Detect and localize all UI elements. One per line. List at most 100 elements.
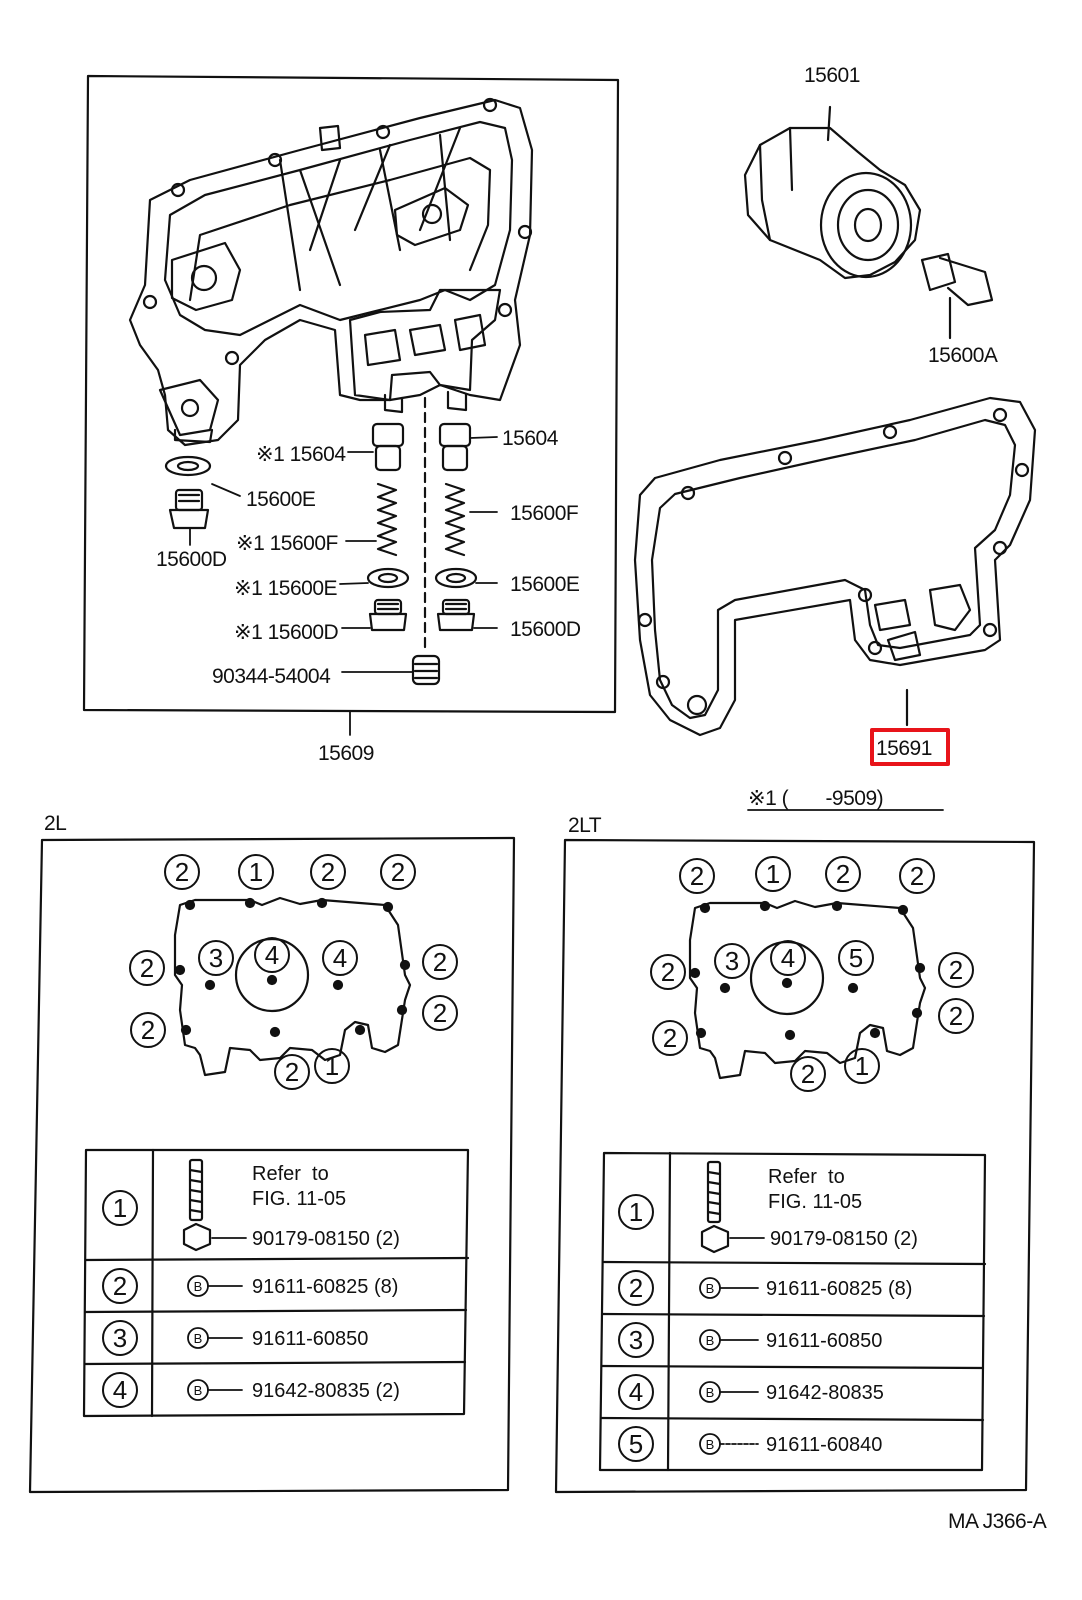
b-mark: B bbox=[194, 1331, 203, 1346]
row-num-2lt-2: 2 bbox=[618, 1270, 654, 1306]
stud-bolt-icon-2lt bbox=[700, 1160, 765, 1254]
svg-text:3: 3 bbox=[113, 1323, 127, 1353]
label-relief-valve-right: 15604 bbox=[502, 427, 559, 450]
b-letters: B B B B B B B bbox=[194, 1279, 715, 1452]
svg-text:4: 4 bbox=[781, 943, 795, 973]
marker-2l-9: 2 bbox=[422, 995, 458, 1031]
svg-text:5: 5 bbox=[849, 943, 863, 973]
spring-left bbox=[376, 482, 398, 557]
plug-outer bbox=[168, 488, 210, 530]
part-2lt-1: 90179-08150 (2) bbox=[770, 1228, 918, 1250]
panel-2l-title: 2L bbox=[44, 812, 66, 835]
relief-valve-left bbox=[371, 422, 405, 472]
ref-text-2l: Refer to bbox=[252, 1163, 329, 1185]
label-15609: 15609 bbox=[318, 742, 374, 765]
svg-text:4: 4 bbox=[113, 1375, 127, 1405]
marker-2l-2: 2 bbox=[310, 854, 346, 890]
svg-text:2: 2 bbox=[949, 955, 963, 985]
oil-cooler-bracket-drawing bbox=[128, 97, 534, 447]
svg-text:2: 2 bbox=[663, 1023, 677, 1053]
svg-text:4: 4 bbox=[265, 940, 279, 970]
marker-2lt-9: 2 bbox=[938, 998, 974, 1034]
marker-2lt-3: 2 bbox=[899, 858, 935, 894]
row-num-2l-3: 3 bbox=[102, 1320, 138, 1356]
label-plug-gasket-outer: 15600E bbox=[246, 488, 316, 511]
part-2lt-4: 91642-80835 bbox=[766, 1382, 884, 1404]
part-2l-4: 91642-80835 (2) bbox=[252, 1380, 400, 1402]
svg-text:2: 2 bbox=[690, 861, 704, 891]
svg-text:2: 2 bbox=[391, 857, 405, 887]
marker-2l-6: 4 bbox=[254, 937, 290, 973]
svg-text:5: 5 bbox=[629, 1429, 643, 1459]
svg-text:3: 3 bbox=[209, 943, 223, 973]
row-num-2lt-1: 1 bbox=[618, 1194, 654, 1230]
plug-gasket-outer bbox=[164, 455, 212, 477]
plug-left bbox=[368, 598, 408, 632]
svg-text:2: 2 bbox=[141, 1015, 155, 1045]
plug-right bbox=[436, 598, 476, 632]
marker-2lt-0: 2 bbox=[679, 858, 715, 894]
marker-2lt-8: 2 bbox=[938, 952, 974, 988]
b-bolt-icons-2l bbox=[187, 1275, 243, 1401]
stud-bolt-icon-2l bbox=[182, 1158, 247, 1252]
marker-2lt-7: 5 bbox=[838, 940, 874, 976]
label-15691: 15691 bbox=[876, 737, 932, 760]
svg-text:2: 2 bbox=[321, 857, 335, 887]
b-mark: B bbox=[706, 1437, 715, 1452]
label-relief-valve-left: ※1 15604 bbox=[256, 443, 346, 466]
marker-2l-1: 1 bbox=[238, 854, 274, 890]
part-2lt-3: 91611-60850 bbox=[766, 1330, 882, 1352]
marker-2l-5: 3 bbox=[198, 940, 234, 976]
label-gasket-left: ※1 15600E bbox=[234, 577, 338, 600]
svg-text:1: 1 bbox=[766, 859, 780, 889]
panel-2lt-table-grid bbox=[598, 1151, 987, 1472]
panel-2l-table-grid bbox=[82, 1148, 470, 1418]
highlight-box-15691 bbox=[870, 728, 950, 766]
panel-2lt-frame bbox=[554, 838, 1036, 1494]
svg-text:1: 1 bbox=[325, 1051, 339, 1081]
svg-text:1: 1 bbox=[629, 1197, 643, 1227]
label-plug-right: 15600D bbox=[510, 618, 581, 641]
panel-2lt-title: 2LT bbox=[568, 814, 602, 837]
marker-2l-4: 2 bbox=[129, 950, 165, 986]
svg-text:2: 2 bbox=[433, 947, 447, 977]
spring-right bbox=[444, 482, 466, 557]
marker-2lt-4: 2 bbox=[650, 954, 686, 990]
b-mark: B bbox=[706, 1333, 715, 1348]
label-spring-right: 15600F bbox=[510, 502, 578, 525]
row-num-2l-2: 2 bbox=[102, 1268, 138, 1304]
footer-code: MA J366-A bbox=[948, 1510, 1047, 1533]
marker-2lt-2: 2 bbox=[825, 856, 861, 892]
marker-2l-11: 2 bbox=[274, 1054, 310, 1090]
ref-fig-2lt: FIG. 11-05 bbox=[768, 1191, 862, 1213]
union-bolt-drawing bbox=[920, 252, 994, 340]
oil-filter-drawing bbox=[743, 105, 922, 280]
marker-2lt-12: 1 bbox=[844, 1048, 880, 1084]
svg-text:2: 2 bbox=[949, 1001, 963, 1031]
marker-2l-8: 2 bbox=[422, 944, 458, 980]
label-plug-outer: 15600D bbox=[156, 548, 227, 571]
ref-text-2lt: Refer to bbox=[768, 1166, 845, 1188]
svg-text:2: 2 bbox=[140, 953, 154, 983]
label-15600A: 15600A bbox=[928, 344, 998, 367]
gasket-right-washer bbox=[434, 567, 478, 589]
oil-cooler-gasket-drawing bbox=[633, 396, 1037, 737]
panel-2lt-gasket-drawing bbox=[688, 899, 927, 1080]
svg-text:2: 2 bbox=[285, 1057, 299, 1087]
svg-text:2: 2 bbox=[433, 998, 447, 1028]
note-9509: ※1 ( -9509) bbox=[748, 787, 883, 810]
marker-2l-7: 4 bbox=[322, 940, 358, 976]
row-num-2l-4: 4 bbox=[102, 1372, 138, 1408]
svg-text:2: 2 bbox=[175, 857, 189, 887]
svg-text:1: 1 bbox=[249, 857, 263, 887]
gasket-left-washer bbox=[366, 567, 410, 589]
b-bolt-icons-2lt bbox=[699, 1277, 759, 1455]
label-plug-left: ※1 15600D bbox=[234, 621, 339, 644]
leader-lines-left bbox=[189, 436, 498, 736]
svg-text:2: 2 bbox=[910, 861, 924, 891]
marker-2lt-5: 3 bbox=[714, 943, 750, 979]
bracket-frame bbox=[82, 74, 620, 714]
relief-valve-right bbox=[438, 422, 472, 472]
part-2l-2: 91611-60825 (8) bbox=[252, 1276, 398, 1298]
